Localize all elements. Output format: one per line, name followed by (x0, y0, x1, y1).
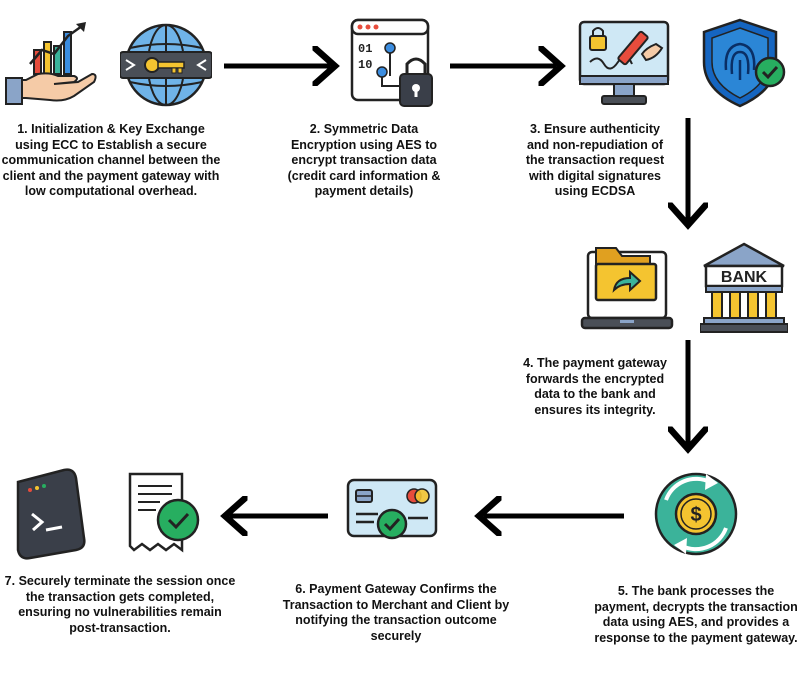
hand-growth-chart-icon (5, 22, 97, 105)
globe-key-exchange-icon (120, 23, 212, 107)
fingerprint-shield-icon (702, 18, 786, 108)
step-2-caption: 2. Symmetric Data Encryption using AES t… (287, 122, 441, 198)
step-6-caption: 6. Payment Gateway Confirms the Transact… (282, 582, 510, 643)
svg-text:01: 01 (358, 42, 372, 56)
laptop-folder-forward-icon (580, 247, 674, 330)
encrypted-code-lock-icon: 01 10 (350, 18, 433, 107)
step-7-caption: 7. Securely terminate the session once t… (4, 574, 236, 635)
bank-sign: BANK (721, 269, 768, 286)
monitor-digital-signature-icon (578, 20, 670, 105)
receipt-check-icon (128, 472, 200, 553)
step-4-caption: 4. The payment gateway forwards the encr… (523, 356, 667, 417)
step-1-caption: 1. Initialization & Key Exchange using E… (1, 122, 221, 198)
terminal-device-icon (16, 468, 86, 560)
svg-text:10: 10 (358, 58, 372, 72)
dollar-coin-cycle-icon: $ (654, 472, 738, 556)
bank-building-icon: BANK (700, 242, 788, 333)
svg-text:$: $ (690, 504, 701, 526)
credit-card-check-icon (346, 478, 438, 540)
step-3-caption: 3. Ensure authenticity and non-repudiati… (525, 122, 665, 198)
step-5-caption: 5. The bank processes the payment, decry… (594, 584, 798, 645)
